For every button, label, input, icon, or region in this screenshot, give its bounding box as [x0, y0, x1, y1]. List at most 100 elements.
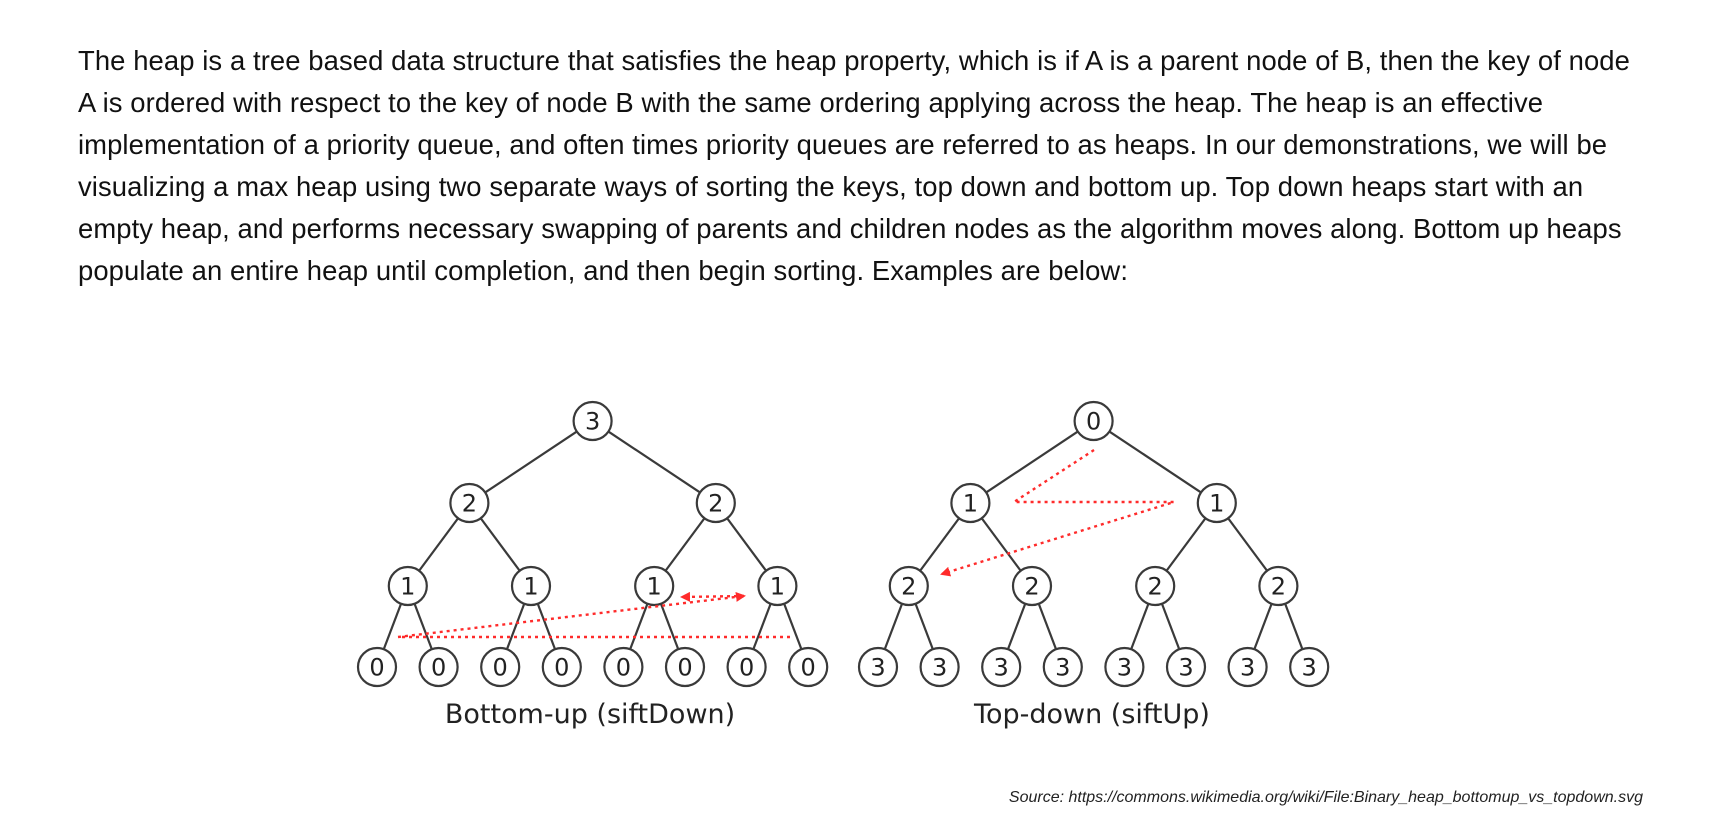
heap-node: 3: [1227, 646, 1268, 688]
heap-node-circle: [480, 646, 521, 688]
heap-node: 3: [981, 646, 1022, 688]
heap-node-label: 3: [1240, 654, 1255, 682]
heap-node-circle: [1042, 646, 1083, 688]
heap-node: 2: [1011, 565, 1053, 607]
top-down-caption: Top-down (siftUp): [973, 699, 1210, 730]
tree-edge: [479, 517, 521, 572]
heap-node-circle: [541, 646, 582, 688]
tree-edge: [413, 603, 433, 650]
heap-node: 0: [541, 646, 582, 688]
heap-node-label: 1: [963, 490, 978, 518]
tree-edge: [985, 430, 1079, 494]
heap-node-label: 2: [1024, 573, 1039, 601]
heap-node: 0: [664, 646, 706, 688]
heap-node-label: 3: [932, 654, 947, 682]
tree-edge: [1253, 603, 1273, 650]
heap-node-circle: [788, 646, 829, 688]
heap-node-circle: [981, 646, 1022, 688]
heap-node: 2: [1135, 565, 1176, 607]
tree-edge: [1160, 603, 1181, 650]
top-down-arrows: [940, 448, 1175, 577]
tree-edge: [726, 517, 767, 572]
heap-node-label: 1: [770, 573, 785, 601]
heap-node-label: 1: [400, 573, 415, 601]
tree-edge: [664, 517, 706, 572]
heap-node-label: 1: [1209, 490, 1224, 518]
heap-node-label: 0: [493, 654, 508, 682]
heap-node-circle: [726, 646, 767, 688]
heap-node: 0: [726, 646, 767, 688]
heap-node: 0: [480, 646, 521, 688]
tree-edge: [980, 517, 1022, 572]
heap-node-circle: [510, 565, 552, 607]
heap-node: 3: [1165, 646, 1207, 688]
tree-edge: [536, 603, 557, 650]
heap-node-label: 0: [739, 654, 754, 682]
tree-edge: [1037, 603, 1058, 650]
tree-edge: [418, 517, 459, 572]
heap-node-label: 2: [708, 490, 723, 518]
bottom-up-arrow-1: [397, 591, 790, 639]
heap-node-label: 0: [369, 654, 384, 682]
intro-paragraph: The heap is a tree based data structure …: [78, 45, 1630, 286]
heap-node: 0: [788, 646, 829, 688]
heap-node-circle: [1165, 646, 1207, 688]
heap-node-circle: [418, 646, 459, 688]
tree-edge: [883, 603, 904, 650]
heap-node-circle: [603, 646, 644, 688]
heap-node-label: 0: [1086, 408, 1101, 436]
heap-node-label: 0: [677, 654, 692, 682]
tree-edge: [505, 603, 526, 650]
heap-node-label: 2: [901, 573, 916, 601]
heap-node-label: 1: [647, 573, 662, 601]
heap-node-label: 3: [1117, 654, 1132, 682]
tree-edge: [1165, 517, 1207, 572]
tree-edge: [659, 603, 680, 650]
heap-node: 1: [387, 565, 428, 607]
tree-edge: [1130, 603, 1150, 650]
heap-node: 1: [634, 565, 675, 607]
heap-node: 2: [1258, 565, 1299, 607]
heap-node-circle: [572, 400, 613, 442]
heap-node-circle: [1258, 565, 1299, 607]
tree-edge: [1006, 603, 1027, 650]
heap-node-circle: [757, 565, 798, 607]
heap-node-circle: [1135, 565, 1176, 607]
heap-node: 1: [510, 565, 552, 607]
heap-node-circle: [1011, 565, 1053, 607]
bottom-up-arrow-2: [680, 591, 745, 602]
heap-node-label: 0: [431, 654, 446, 682]
tree-edge: [382, 603, 403, 650]
heap-node: 3: [857, 646, 899, 688]
tree-edge: [919, 517, 960, 572]
tree-edge: [1108, 430, 1202, 494]
heap-node-label: 2: [1148, 573, 1163, 601]
heap-node: 0: [1073, 400, 1114, 442]
heap-node-label: 0: [554, 654, 569, 682]
heap-node: 1: [950, 482, 991, 524]
tree-edge: [1227, 517, 1268, 572]
heap-node: 3: [919, 646, 960, 688]
heap-node-circle: [888, 565, 929, 607]
tree-edge: [752, 603, 772, 650]
heap-node-label: 3: [1302, 654, 1317, 682]
heap-node-label: 3: [1178, 654, 1193, 682]
heap-node-label: 0: [801, 654, 816, 682]
tree-edge: [783, 603, 803, 650]
heap-node-circle: [1227, 646, 1268, 688]
tree-edge: [914, 603, 934, 650]
heap-node: 3: [1042, 646, 1083, 688]
tree-edge: [629, 603, 649, 650]
bottom-up-caption: Bottom-up (siftDown): [445, 699, 735, 730]
heap-node: 0: [418, 646, 459, 688]
top-down-arrow-1: [940, 448, 1175, 577]
heap-node: 3: [1104, 646, 1145, 688]
bottom-up-arrows: [397, 591, 790, 639]
heap-node-label: 3: [585, 408, 600, 436]
heap-node-circle: [356, 646, 398, 688]
heap-node: 2: [695, 482, 736, 524]
heap-node-label: 2: [1271, 573, 1286, 601]
